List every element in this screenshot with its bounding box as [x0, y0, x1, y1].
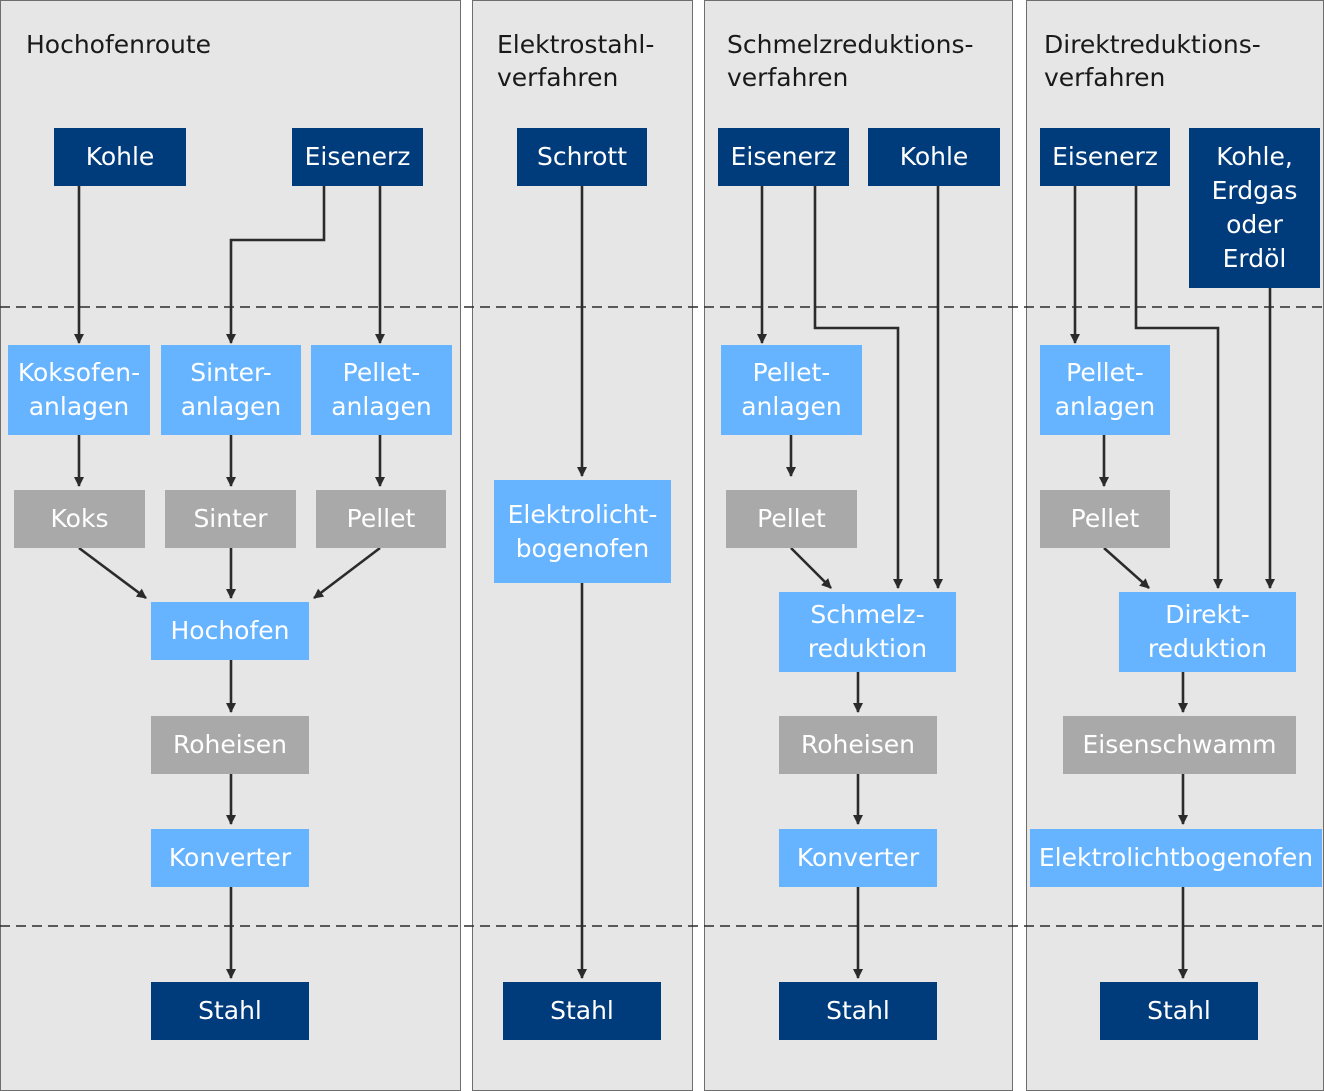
node-stahl-sr: Stahl [779, 982, 937, 1040]
route-title-hochofen: Hochofenroute [26, 30, 212, 59]
node-pellet: Pellet [316, 490, 446, 548]
node-konverter-sr: Konverter [779, 829, 937, 887]
node-eisenerz-sr: Eisenerz [718, 128, 849, 186]
node-elektrolichtbogenofen: Elektrolicht- bogenofen [494, 480, 671, 583]
node-pelletanlagen: Pellet- anlagen [311, 345, 452, 435]
node-koks: Koks [14, 490, 145, 548]
node-sinter: Sinter [165, 490, 296, 548]
node-sinteranlagen: Sinter- anlagen [161, 345, 301, 435]
node-koksofenanlagen: Koksofen- anlagen [8, 345, 150, 435]
node-energietraeger-dr: Kohle, Erdgas oder Erdöl [1189, 128, 1320, 288]
node-schmelzreduktion: Schmelz- reduktion [779, 592, 956, 672]
node-eisenschwamm: Eisenschwamm [1063, 716, 1296, 774]
node-konverter: Konverter [151, 829, 309, 887]
node-eisenerz: Eisenerz [292, 128, 423, 186]
node-stahl-elektro: Stahl [503, 982, 661, 1040]
node-roheisen: Roheisen [151, 716, 309, 774]
route-title-direkt: Direktreduktions- verfahren [1044, 30, 1261, 92]
route-title-schmelz: Schmelzreduktions- verfahren [727, 30, 974, 92]
node-kohle-sr: Kohle [868, 128, 1000, 186]
node-eisenerz-dr: Eisenerz [1040, 128, 1170, 186]
node-schrott: Schrott [517, 128, 647, 186]
node-kohle: Kohle [54, 128, 186, 186]
node-elektrolichtbogenofen-dr: Elektrolichtbogenofen [1030, 829, 1322, 887]
node-direktreduktion: Direkt- reduktion [1119, 592, 1296, 672]
node-hochofen: Hochofen [151, 602, 309, 660]
node-stahl-dr: Stahl [1100, 982, 1258, 1040]
route-title-elektro: Elektrostahl- verfahren [497, 30, 655, 92]
node-pelletanlagen-sr: Pellet- anlagen [721, 345, 862, 435]
node-stahl: Stahl [151, 982, 309, 1040]
node-roheisen-sr: Roheisen [779, 716, 937, 774]
node-pellet-sr: Pellet [726, 490, 857, 548]
node-pellet-dr: Pellet [1040, 490, 1170, 548]
node-pelletanlagen-dr: Pellet- anlagen [1040, 345, 1170, 435]
